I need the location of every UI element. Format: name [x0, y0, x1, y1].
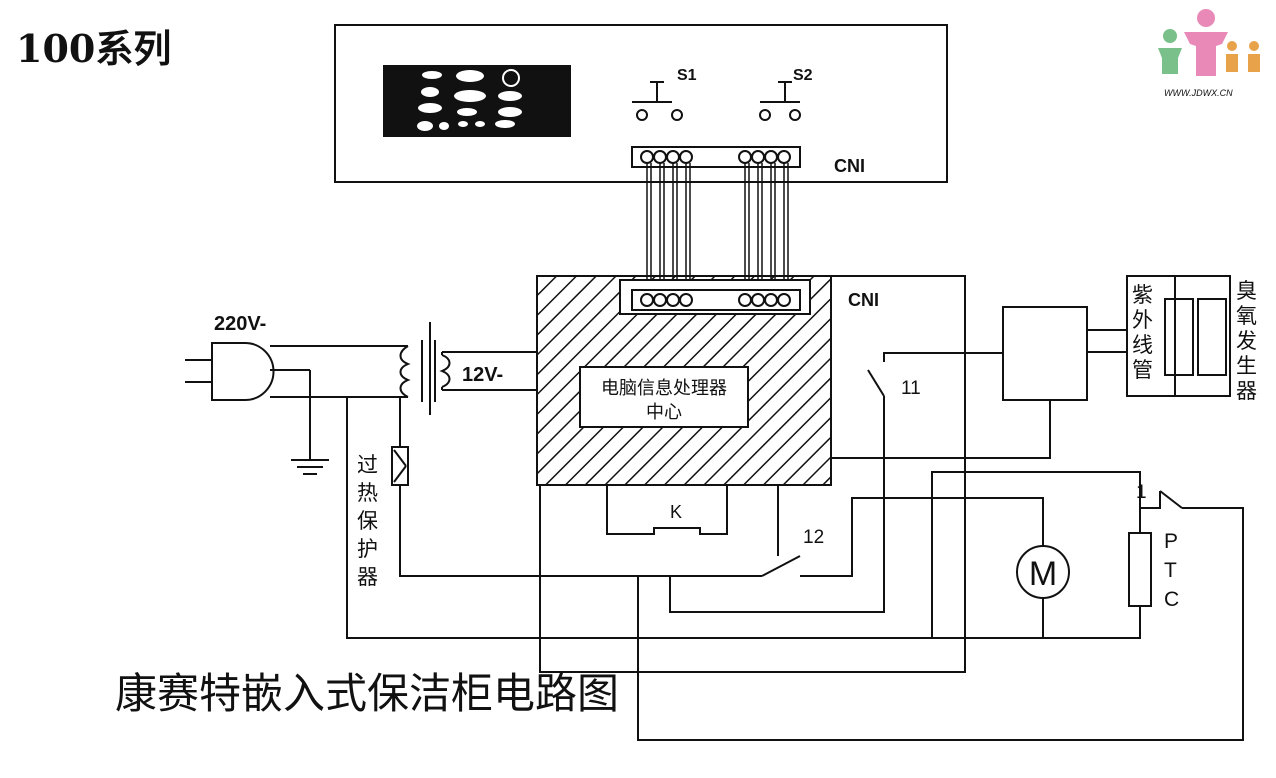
thermal-protector-char-2: 保 [357, 510, 378, 533]
transformer-icon [270, 322, 537, 415]
thermal-protector-char-4: 器 [357, 566, 378, 589]
footer-title: 康赛特嵌入式保洁柜电路图 [115, 669, 619, 718]
contact-1-label: 1 [1136, 482, 1147, 503]
mains-voltage-label: 220V- [214, 313, 266, 335]
ozone-char-4: 器 [1236, 380, 1257, 403]
contact-12-label: 12 [803, 527, 824, 548]
ozone-char-1: 氧 [1236, 305, 1257, 328]
contact-12 [761, 485, 1044, 577]
uv-tube-char-1: 外 [1132, 309, 1153, 332]
ptc-char-2: C [1164, 588, 1179, 611]
main-connector-label: CNI [848, 290, 879, 310]
neutral-bus [346, 397, 1141, 639]
watermark-url: WWW.JDWX.CN [1164, 88, 1233, 98]
motor-label: M [1029, 555, 1057, 593]
relay-k-label: K [670, 502, 682, 522]
main-enclosure [539, 275, 966, 673]
uv-ozone-assembly [1126, 275, 1231, 397]
panel-connector [631, 146, 801, 168]
low-voltage-label: 12V- [462, 364, 503, 386]
ptc-char-0: P [1164, 530, 1178, 553]
switch-s2 [759, 81, 801, 121]
motor-icon [1016, 545, 1070, 599]
board-connector [631, 289, 801, 311]
ozone-char-0: 臭 [1236, 280, 1257, 303]
ozone-char-2: 发 [1236, 330, 1257, 353]
switch-s2-label: S2 [793, 67, 813, 84]
relay-k [606, 485, 728, 535]
ground-icon [270, 369, 329, 475]
control-panel [334, 24, 948, 183]
contact-1 [1139, 490, 1183, 533]
ballast-box [831, 306, 1127, 459]
uv-tube-char-0: 紫 [1132, 284, 1153, 307]
cpu-label-line1: 电脑信息处理器 [601, 378, 727, 398]
contact-11 [669, 352, 1003, 613]
display-screen [383, 65, 571, 137]
thermal-protector-char-3: 护 [357, 538, 378, 561]
uv-tube-char-2: 线 [1132, 334, 1153, 357]
ptc-heater-icon [1128, 532, 1152, 607]
thermal-protector-char-1: 热 [357, 482, 378, 505]
thermal-protector-char-0: 过 [357, 454, 378, 477]
switch-s1 [632, 81, 683, 121]
logo-icon: WWW.JDWX.CN [1158, 9, 1260, 98]
panel-connector-label: CNI [834, 156, 865, 176]
ptc-char-1: T [1164, 559, 1177, 582]
series-title: 100系列 [16, 26, 171, 71]
ozone-char-3: 生 [1236, 355, 1257, 378]
contact-11-label: 11 [901, 378, 921, 399]
cpu-label-line2: 中心 [646, 402, 682, 422]
return-wire [637, 507, 1244, 741]
thermal-protector-icon [391, 397, 762, 577]
power-plug-icon [185, 342, 275, 401]
switch-s1-label: S1 [677, 67, 697, 84]
uv-tube-char-3: 管 [1132, 359, 1153, 382]
